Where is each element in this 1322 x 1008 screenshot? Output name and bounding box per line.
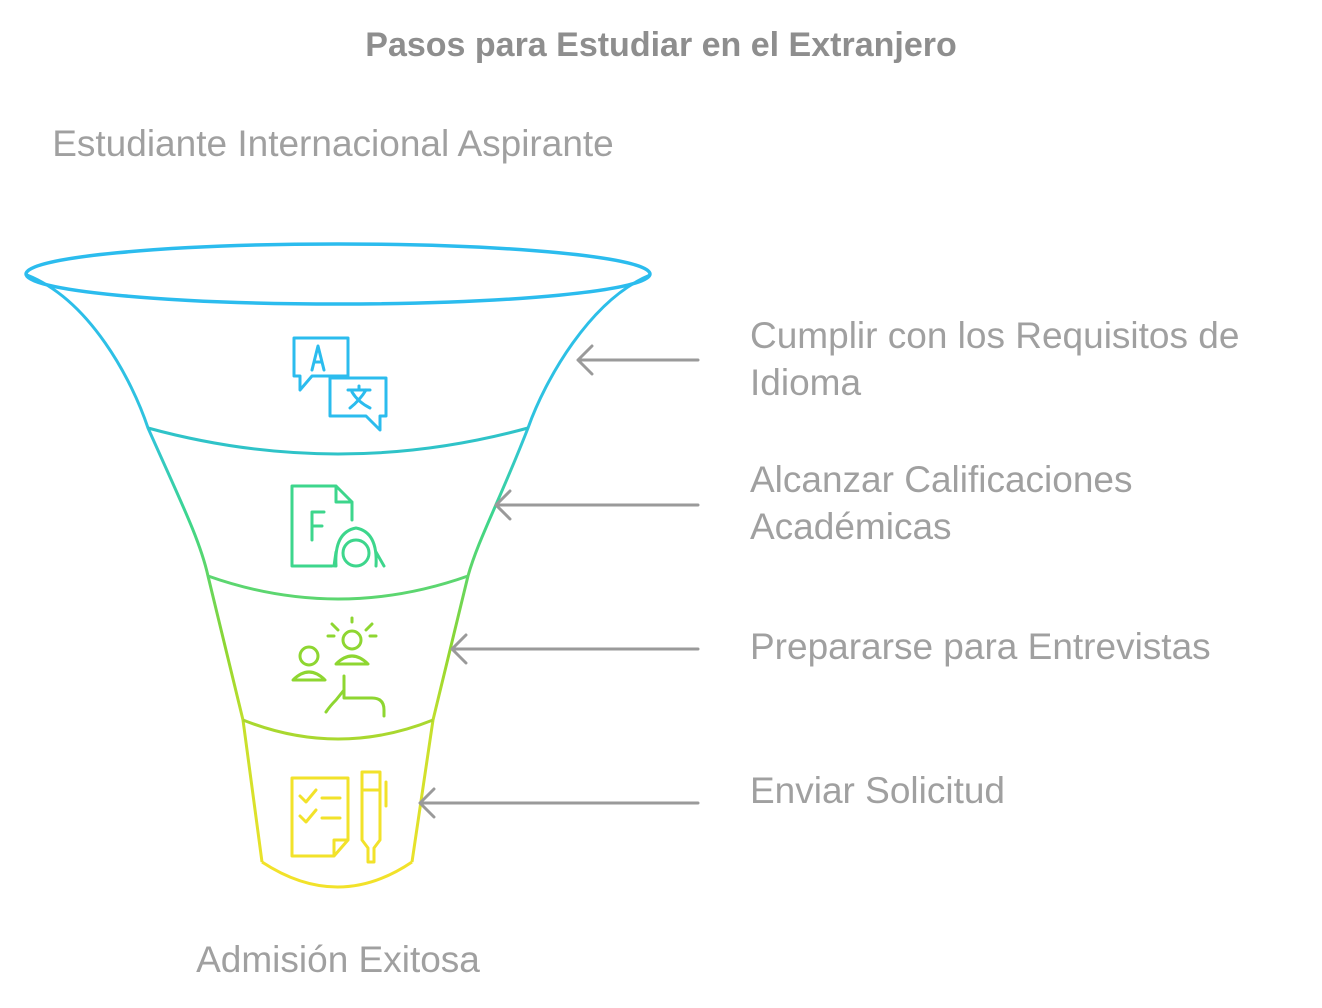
funnel-left-wall xyxy=(26,273,264,863)
checklist-pen-icon xyxy=(290,770,388,864)
funnel-bottom-label: Admisión Exitosa xyxy=(196,939,480,980)
stage-label-language: Cumplir con los Requisitos de Idioma xyxy=(750,315,1240,403)
funnel-right-wall xyxy=(410,273,651,863)
band-divider-2 xyxy=(207,574,469,601)
translate-icon xyxy=(292,336,388,432)
arrow-stage-4 xyxy=(418,787,700,819)
arrow-stage-2 xyxy=(494,489,700,521)
funnel-bottom xyxy=(261,860,413,889)
diagram-title: Pasos para Estudiar en el Extranjero xyxy=(365,26,957,64)
arrow-stage-3 xyxy=(450,633,700,665)
stage-label-interviews: Prepararse para Entrevistas xyxy=(750,626,1211,667)
stage-label-application: Enviar Solicitud xyxy=(750,770,1006,811)
interview-people-icon xyxy=(291,616,386,718)
funnel-rim xyxy=(24,242,652,306)
band-divider-3 xyxy=(242,718,434,741)
stage-label-grades: Alcanzar Calificaciones Académicas xyxy=(750,459,1133,547)
band-divider-1 xyxy=(147,426,529,456)
document-headset-icon xyxy=(290,484,386,568)
funnel-top-label: Estudiante Internacional Aspirante xyxy=(52,123,614,164)
arrow-stage-1 xyxy=(576,344,700,376)
